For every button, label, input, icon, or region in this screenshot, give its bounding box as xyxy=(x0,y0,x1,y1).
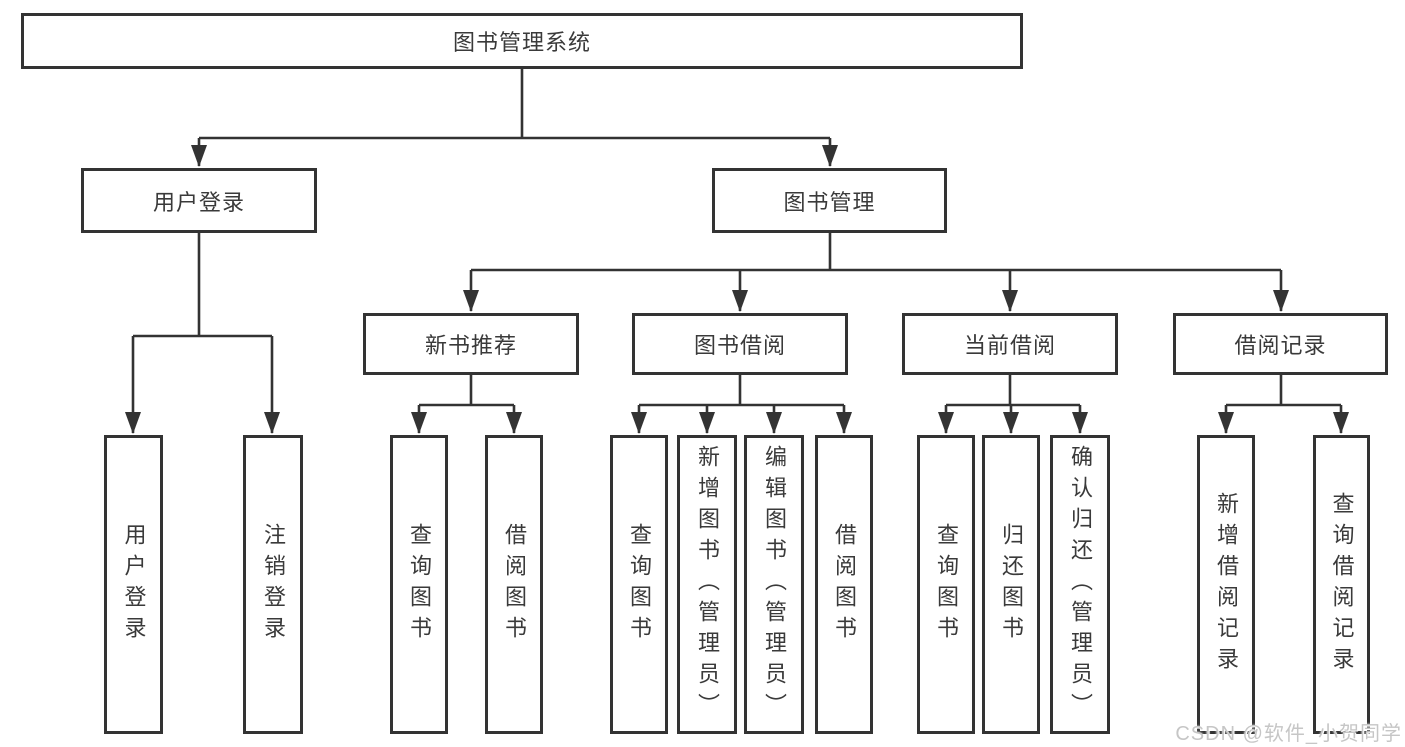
connector-arrows xyxy=(125,138,1349,434)
node-book-borrow: 图书借阅 xyxy=(632,313,848,375)
node-book-management: 图书管理 xyxy=(712,168,947,233)
leaf-return-book: 归还图书 xyxy=(982,435,1040,734)
leaf-add-borrow-record-label: 新增借阅记录 xyxy=(1214,491,1239,678)
leaf-query-books-current-label: 查询图书 xyxy=(934,522,959,647)
leaf-confirm-return-admin: 确认归还（管理员） xyxy=(1050,435,1110,734)
leaf-borrow-books: 借阅图书 xyxy=(815,435,873,734)
node-borrow-records: 借阅记录 xyxy=(1173,313,1388,375)
leaf-query-books-current: 查询图书 xyxy=(917,435,975,734)
leaf-add-book-admin-label: 新增图书（管理员） xyxy=(695,445,720,724)
leaf-user-login-label: 用户登录 xyxy=(121,522,147,647)
leaf-query-books-recommend: 查询图书 xyxy=(390,435,448,734)
leaf-return-book-label: 归还图书 xyxy=(999,522,1024,647)
leaf-query-books-borrow: 查询图书 xyxy=(610,435,668,734)
leaf-query-borrow-record: 查询借阅记录 xyxy=(1313,435,1370,734)
leaf-confirm-return-admin-label: 确认归还（管理员） xyxy=(1068,445,1093,724)
watermark: CSDN @软件_小贺同学 xyxy=(1175,723,1402,745)
leaf-add-borrow-record: 新增借阅记录 xyxy=(1197,435,1255,734)
leaf-borrow-books-label: 借阅图书 xyxy=(832,522,857,647)
leaf-add-book-admin: 新增图书（管理员） xyxy=(677,435,737,734)
node-root: 图书管理系统 xyxy=(21,13,1023,69)
leaf-borrow-books-recommend-label: 借阅图书 xyxy=(502,522,527,647)
leaf-query-borrow-record-label: 查询借阅记录 xyxy=(1329,491,1355,678)
connector-trunks xyxy=(133,69,1341,407)
leaf-logout-label: 注销登录 xyxy=(261,522,286,647)
node-user-login: 用户登录 xyxy=(81,168,317,233)
leaf-query-books-borrow-label: 查询图书 xyxy=(627,522,652,647)
leaf-user-login: 用户登录 xyxy=(104,435,163,734)
leaf-logout: 注销登录 xyxy=(243,435,303,734)
leaf-edit-book-admin-label: 编辑图书（管理员） xyxy=(762,445,787,724)
node-current-borrow: 当前借阅 xyxy=(902,313,1118,375)
leaf-edit-book-admin: 编辑图书（管理员） xyxy=(744,435,804,734)
leaf-query-books-recommend-label: 查询图书 xyxy=(407,522,432,647)
node-new-book-recommend: 新书推荐 xyxy=(363,313,579,375)
leaf-borrow-books-recommend: 借阅图书 xyxy=(485,435,543,734)
